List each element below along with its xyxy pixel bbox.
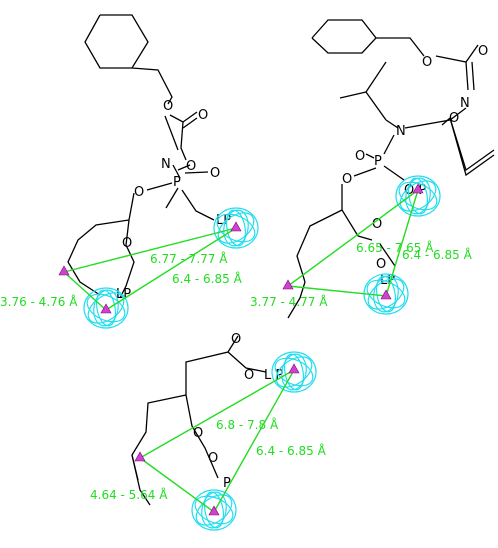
atom-o: O <box>186 159 196 174</box>
lone-pair-cloud <box>83 287 129 329</box>
molecule-3-distance-lines <box>139 369 295 513</box>
lp-centroid-marker <box>100 303 112 314</box>
lp-centroid-marker <box>412 183 424 194</box>
atom-o: O <box>210 166 220 181</box>
distance-label: 6.4 - 6.85 Å <box>172 271 243 286</box>
atom-o: O <box>244 368 254 383</box>
distance-label: 6.8 - 7.8 Å <box>216 417 279 432</box>
lone-pair-cloud <box>395 175 441 217</box>
atom-n: N <box>161 157 171 172</box>
ring-centroid-marker <box>134 451 146 462</box>
molecule-1-lone-pair-clouds <box>83 207 259 329</box>
atom-o: O <box>342 172 352 187</box>
molecule-1: O O N O O P O O LP LP <box>0 14 259 329</box>
distance-label: 3.77 - 4.77 Å <box>250 294 328 309</box>
molecule-2-bonds <box>287 19 495 319</box>
atom-o: O <box>372 217 382 232</box>
molecule-1-distance-labels: 6.77 - 7.77 Å 6.4 - 6.85 Å 3.76 - 4.76 Å <box>0 251 243 309</box>
atom-o: O <box>449 111 459 126</box>
molecule-2-distance-labels: 6.65 - 7.65 Å 6.4 - 6.85 Å 3.77 - 4.77 Å <box>250 240 473 309</box>
atom-o: O <box>163 99 173 114</box>
molecule-3-centroids <box>134 363 300 516</box>
atom-p: P <box>374 154 382 169</box>
molecule-3: O O L P O O P <box>90 332 327 531</box>
distance-label: 6.4 - 6.85 Å <box>256 443 327 458</box>
distance-label: 6.77 - 7.77 Å <box>150 251 228 266</box>
distance-label: 3.76 - 4.76 Å <box>0 294 78 309</box>
molecule-1-bonds <box>67 14 215 299</box>
atom-p: P <box>223 476 231 491</box>
ring-centroid-marker <box>282 279 294 290</box>
molecule-3-bonds <box>131 335 267 506</box>
distance-label: 4.64 - 5.64 Å <box>90 487 168 502</box>
molecule-1-centroids <box>58 221 242 314</box>
lp-centroid-marker <box>380 289 392 300</box>
lp-centroid-marker <box>288 363 300 374</box>
lone-pair-cloud <box>213 207 259 249</box>
atom-o: O <box>478 44 488 59</box>
lp-centroid-marker <box>208 505 220 516</box>
molecule-3-lone-pair-clouds <box>191 351 317 531</box>
atom-o: O <box>422 55 432 70</box>
lone-pair-cloud <box>271 351 317 393</box>
molecule-2-centroids <box>282 183 424 300</box>
atom-n: N <box>460 96 470 111</box>
atom-o: O <box>376 257 386 272</box>
atom-o: O <box>198 108 208 123</box>
molecule-2-distance-lines <box>287 189 419 297</box>
molecule-2: O O N O N O P O O P O O LP <box>250 19 495 319</box>
distance-label: 6.4 - 6.85 Å <box>402 247 473 262</box>
molecule-3-distance-labels: 6.8 - 7.8 Å 6.4 - 6.85 Å 4.64 - 5.64 Å <box>90 417 327 502</box>
ring-centroid-marker <box>58 265 70 276</box>
atom-p: P <box>173 175 181 190</box>
molecule-1-distance-lines <box>63 227 237 311</box>
atom-o: O <box>355 149 365 164</box>
atom-o: O <box>122 236 132 251</box>
atom-n: N <box>396 124 406 139</box>
lp-centroid-marker <box>230 221 242 232</box>
atom-o: O <box>193 426 203 441</box>
atom-o: O <box>231 332 241 347</box>
atom-lp: LP <box>116 287 131 302</box>
distance-label: 6.65 - 7.65 Å <box>356 240 434 255</box>
lone-pair-cloud <box>191 489 237 531</box>
atom-o: O <box>208 451 218 466</box>
atom-o: O <box>134 185 144 200</box>
